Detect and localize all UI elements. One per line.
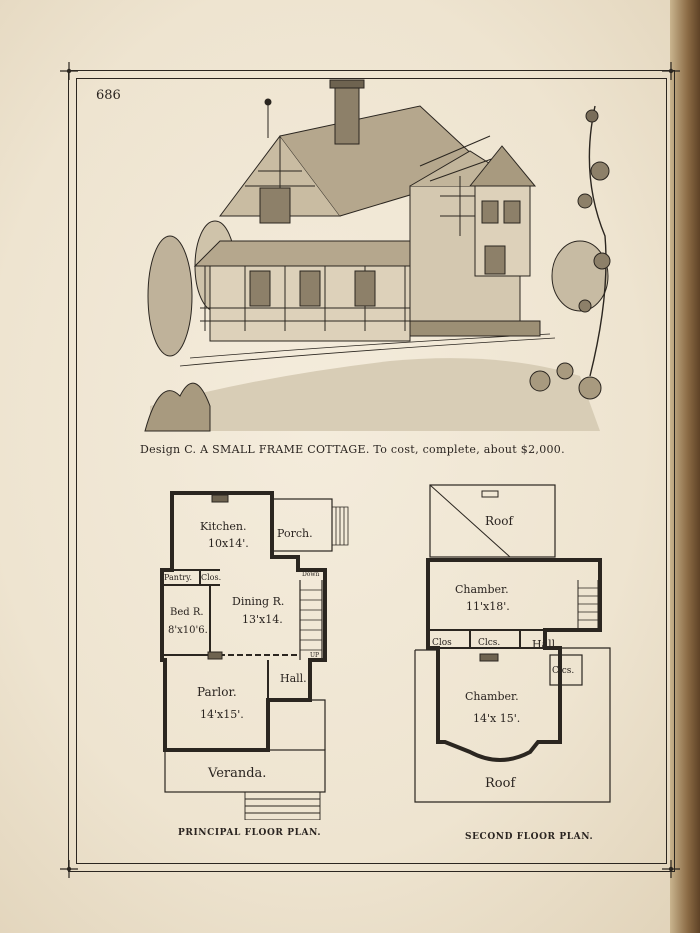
parlor-size: 14'x15'.: [200, 708, 244, 721]
corner-ornament-icon: [662, 62, 680, 80]
kitchen-label: Kitchen.: [200, 520, 247, 533]
page-edge: [670, 0, 700, 933]
veranda-label: Veranda.: [207, 766, 266, 781]
corner-ornament-icon: [662, 860, 680, 878]
second-floor-plan-title: SECOND FLOOR PLAN.: [465, 832, 594, 842]
second-floor-plan: Roof Chamber. 11'x18'. Clos Clcs. Hall C…: [414, 484, 611, 803]
dining-label: Dining R.: [232, 595, 284, 608]
bedroom-label: Bed R.: [170, 607, 204, 618]
chamber-1-label: Chamber.: [455, 583, 509, 596]
principal-floor-plan: Kitchen. 10x14'. Porch. Pantry. Clos. Di…: [160, 491, 349, 820]
chamber-1-size: 11'x18'.: [466, 600, 510, 613]
kitchen-size: 10x14'.: [208, 537, 249, 550]
hall-2-label: Hall: [532, 638, 556, 651]
chamber-2-label: Chamber.: [465, 690, 519, 703]
corner-ornament-icon: [60, 860, 78, 878]
clos-label: Clos.: [201, 573, 221, 582]
hall-label: Hall.: [280, 672, 307, 685]
stair-down-label: Down: [302, 571, 320, 578]
pantry-label: Pantry.: [164, 573, 192, 582]
design-caption: Design C. A SMALL FRAME COTTAGE. To cost…: [140, 443, 565, 456]
corner-ornament-icon: [60, 62, 78, 80]
chamber-2-size: 14'x 15'.: [473, 712, 520, 725]
page-border-outer: [68, 70, 675, 872]
cottage-illustration: [144, 79, 611, 432]
page-border-inner: [76, 78, 667, 864]
roof-bottom-label: Roof: [485, 776, 516, 791]
roof-top-label: Roof: [485, 514, 514, 528]
clos-3-label: Clcs.: [552, 666, 574, 676]
dining-size: 13'x14.: [242, 613, 283, 626]
clos-2-label: Clcs.: [478, 638, 500, 648]
principal-floor-plan-title: PRINCIPAL FLOOR PLAN.: [178, 828, 322, 838]
parlor-label: Parlor.: [197, 685, 237, 699]
page-number: 686: [96, 88, 121, 103]
stair-up-label: UP: [310, 652, 319, 659]
porch-label: Porch.: [277, 527, 313, 540]
bedroom-size: 8'x10'6.: [168, 625, 208, 636]
clos-1-label: Clos: [432, 638, 452, 648]
